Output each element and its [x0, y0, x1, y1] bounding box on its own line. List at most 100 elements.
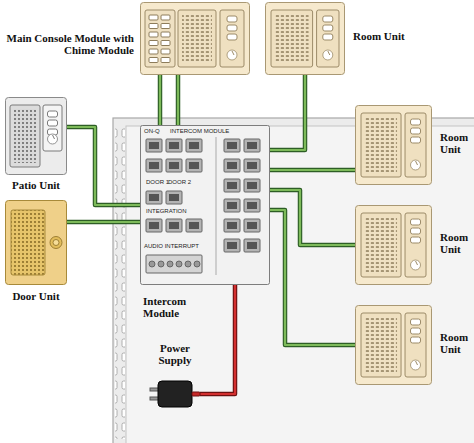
rj-jack	[166, 139, 182, 152]
wire-outline	[176, 75, 181, 125]
rj-jack	[186, 159, 202, 172]
speaker-grille	[365, 317, 397, 373]
terminal-screw	[176, 261, 182, 267]
jack-opening	[227, 142, 237, 149]
rj-jack	[166, 191, 182, 204]
knob-mark	[328, 51, 330, 55]
wall-plate	[6, 98, 67, 175]
keypad-button	[161, 41, 170, 46]
rj-jack	[186, 219, 202, 232]
rj-jack	[146, 159, 162, 172]
door-button	[50, 237, 62, 249]
rj-jack	[166, 219, 182, 232]
jack-opening	[247, 142, 257, 149]
wall-plate	[356, 206, 432, 285]
cat5-wire	[270, 170, 355, 171]
control-face	[405, 313, 426, 377]
volume-knob	[411, 260, 421, 270]
rj-jack	[224, 179, 240, 192]
wall-plate	[356, 106, 432, 185]
speaker-face	[361, 313, 401, 377]
unit-label: Patio Unit	[0, 179, 72, 191]
keypad-button	[161, 15, 170, 20]
keypad-button	[149, 49, 158, 54]
button	[323, 25, 333, 31]
console-unit-art	[140, 2, 250, 75]
speaker-grille	[182, 14, 212, 63]
unit-label: Room Unit	[353, 30, 413, 42]
jack-opening	[247, 202, 257, 209]
wire-core	[177, 75, 179, 125]
mounting-holes	[115, 124, 125, 439]
rj-jack	[146, 139, 162, 152]
button	[411, 337, 421, 343]
speaker-grille	[365, 117, 397, 173]
button	[411, 137, 421, 143]
button	[227, 34, 237, 40]
unit-label: Power Supply	[150, 342, 200, 366]
wire-core	[270, 169, 355, 171]
cat5-wire	[160, 75, 161, 125]
keypad-button	[161, 49, 170, 54]
wire-core	[270, 75, 305, 150]
jack-opening	[169, 162, 179, 169]
terminal-screw	[167, 261, 173, 267]
keypad-button	[149, 15, 158, 20]
wire-outline	[200, 285, 235, 394]
unit-label: Room Unit	[440, 131, 472, 155]
patio-unit-art	[5, 97, 67, 175]
wire-outline	[67, 127, 140, 205]
panel-label: INTERCOM MODULE	[170, 128, 229, 135]
jack-opening	[189, 142, 199, 149]
control-face	[317, 10, 339, 67]
button	[411, 119, 421, 125]
cat5-wire	[67, 127, 140, 205]
cat5-wire	[270, 75, 305, 150]
knob-mark	[416, 161, 418, 165]
rj-jack	[244, 239, 260, 252]
keypad-button	[149, 58, 158, 63]
keypad-button	[149, 24, 158, 29]
power-supply: Power Supply	[150, 378, 200, 410]
module-panel	[141, 126, 270, 285]
terminal-screw	[149, 261, 155, 267]
keypad-button	[149, 41, 158, 46]
knob-mark	[232, 51, 234, 55]
keypad-button	[149, 32, 158, 37]
room-unit-art	[265, 2, 345, 75]
room-unit-art	[355, 105, 432, 185]
speaker-grille	[11, 210, 45, 275]
unit-label: Intercom Module	[143, 295, 215, 319]
volume-knob	[227, 50, 237, 60]
button	[227, 25, 237, 31]
cat5-wire	[178, 75, 179, 125]
wire-core	[67, 221, 140, 223]
wire-outline	[270, 75, 305, 150]
jack-opening	[247, 242, 257, 249]
jack-opening	[169, 142, 179, 149]
unit-label: Door Unit	[0, 290, 72, 302]
door-unit-art	[5, 200, 67, 285]
cat5-wire	[270, 210, 355, 345]
knob-mark	[416, 261, 418, 265]
rj-jack	[146, 219, 162, 232]
rj-jack	[244, 139, 260, 152]
panel-label: DOOR 1	[146, 179, 169, 186]
jack-opening	[247, 162, 257, 169]
rj-jack	[146, 191, 162, 204]
rj-jack	[244, 219, 260, 232]
jack-opening	[149, 222, 159, 229]
knob-mark	[416, 361, 418, 365]
unit-label: Room Unit	[440, 331, 472, 355]
button	[323, 16, 333, 22]
keypad-button	[161, 24, 170, 29]
button	[48, 120, 58, 126]
jack-opening	[169, 194, 179, 201]
button	[411, 128, 421, 134]
keypad-button	[161, 32, 170, 37]
panel-label: AUDIO INTERRUPT	[144, 243, 199, 250]
speaker-face	[178, 10, 216, 67]
wire-outline	[270, 168, 355, 173]
patio-unit: Patio Unit	[5, 97, 67, 175]
